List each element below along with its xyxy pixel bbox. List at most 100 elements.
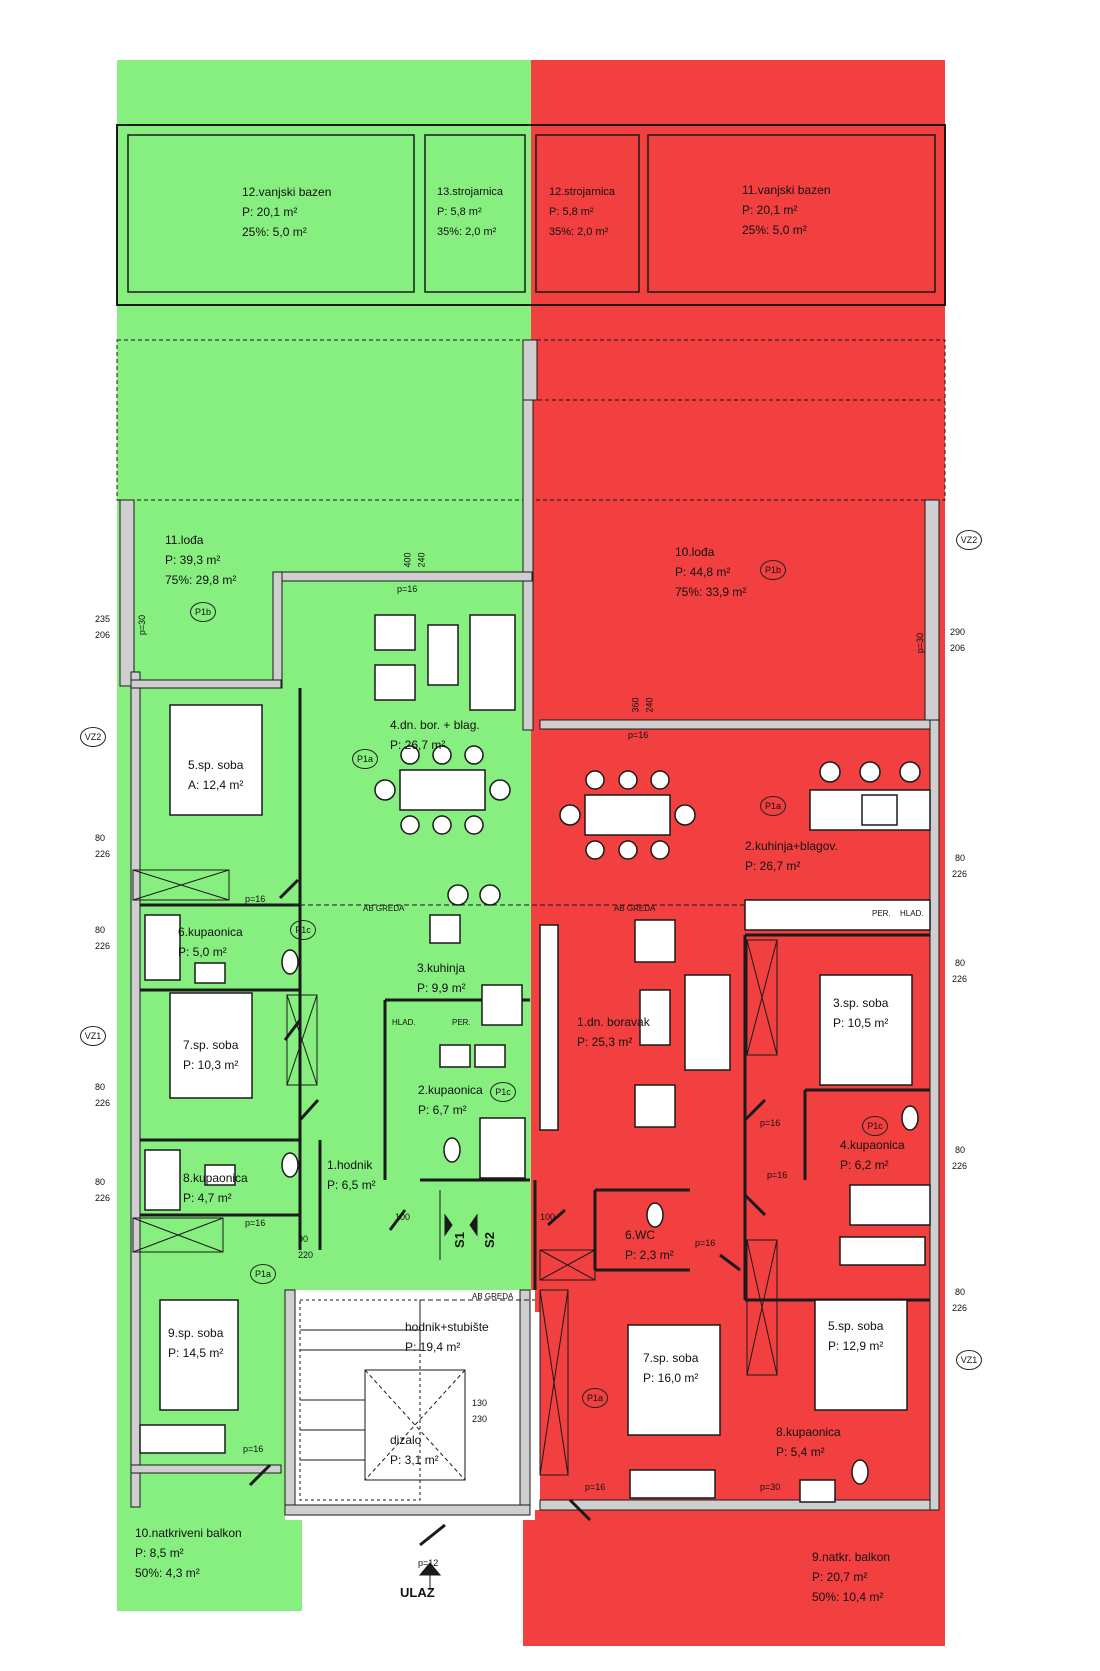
dim-206-right: 206: [950, 643, 966, 653]
dim-80-a: 80: [95, 833, 106, 843]
red-living1-label: 1.dn. boravak P: 25,3 m²: [577, 1012, 650, 1052]
room-area: P: 20,1 m²: [742, 203, 798, 217]
dim-240-red: 240: [644, 697, 655, 713]
room-area: P: 12,9 m²: [828, 1339, 884, 1353]
room-area: P: 26,7 m²: [390, 738, 446, 752]
top-room-green-machine: 13.strojarnica P: 5,8 m² 35%: 2,0 m²: [437, 182, 503, 242]
ab-greda-hall: AB GREDA: [472, 1292, 514, 1301]
room-name: 6.WC: [625, 1228, 655, 1242]
room-name: 1.hodnik: [327, 1158, 373, 1172]
room-name: 1.dn. boravak: [577, 1015, 650, 1029]
dim-226-f: 226: [952, 974, 968, 984]
room-name: 2.kupaonica: [418, 1083, 483, 1097]
room-area-percent: 75%: 33,9 m²: [675, 585, 747, 599]
top-room-green-pool: 12.vanjski bazen P: 20,1 m² 25%: 5,0 m²: [242, 182, 331, 242]
green-loggia-label: 11.lođa P: 39,3 m² 75%: 29,8 m²: [165, 530, 236, 590]
dim-206-left: 206: [95, 630, 111, 640]
tag-p1a-green-living: P1a: [352, 749, 378, 769]
room-area: P: 3,1 m²: [390, 1453, 439, 1467]
room-name: 13.strojarnica: [437, 186, 504, 198]
room-name: 11.vanjski bazen: [742, 183, 831, 197]
green-hall1-label: 1.hodnik P: 6,5 m²: [327, 1155, 376, 1195]
dim-226-a: 226: [95, 849, 111, 859]
red-kitchen2-label: 2.kuhinja+blagov. P: 26,7 m²: [745, 836, 838, 876]
dim-226-c: 226: [95, 1098, 111, 1108]
per-label-red: PER.: [872, 909, 891, 918]
green-living-label: 4.dn. bor. + blag. P: 26,7 m²: [390, 715, 480, 755]
dim-230: 230: [472, 1414, 488, 1424]
dim-p30-red: p=30: [915, 632, 926, 654]
room-name: 12.vanjski bazen: [242, 185, 332, 199]
hlad-label-red: HLAD.: [900, 909, 924, 918]
room-area: P: 16,0 m²: [643, 1371, 699, 1385]
tag-vz1-left: VZ1: [80, 1026, 106, 1046]
dim-226-e: 226: [952, 869, 968, 879]
top-room-red-machine: 12.strojarnica P: 5,8 m² 35%: 2,0 m²: [549, 182, 615, 242]
room-area: P: 6,5 m²: [327, 1178, 376, 1192]
dim-220-green: 220: [298, 1250, 314, 1260]
green-bed5-label: 5.sp. soba A: 12,4 m²: [188, 755, 243, 795]
room-area: P: 6,7 m²: [418, 1103, 467, 1117]
room-area-percent: 25%: 5,0 m²: [242, 225, 307, 239]
room-area: A: 12,4 m²: [188, 778, 244, 792]
hlad-label: HLAD.: [392, 1018, 416, 1027]
room-name: 7.sp. soba: [183, 1038, 239, 1052]
tag-p1c-green-bath2: P1c: [490, 1082, 516, 1102]
stair-s2-label: S2: [481, 1232, 497, 1248]
top-room-red-pool: 11.vanjski bazen P: 20,1 m² 25%: 5,0 m²: [742, 180, 831, 240]
common-hall-label: hodnik+stubište P: 19,4 m²: [405, 1317, 489, 1357]
room-name: 4.dn. bor. + blag.: [390, 718, 480, 732]
red-balcony9-label: 9.natkr. balkon P: 20,7 m² 50%: 10,4 m²: [812, 1547, 890, 1607]
room-area-percent: 25%: 5,0 m²: [742, 223, 807, 237]
room-name: 9.natkr. balkon: [812, 1550, 891, 1564]
room-area-percent: 50%: 10,4 m²: [812, 1590, 884, 1604]
room-name: 2.kuhinja+blagov.: [745, 839, 838, 853]
room-area: P: 10,3 m²: [183, 1058, 239, 1072]
green-kitchen3-label: 3.kuhinja P: 9,9 m²: [417, 958, 466, 998]
tag-p1c-green-bath6: P1c: [290, 920, 316, 940]
room-name: 10.lođa: [675, 545, 715, 559]
green-balcony10-label: 10.natkriveni balkon P: 8,5 m² 50%: 4,3 …: [135, 1523, 242, 1583]
dim-226-b: 226: [95, 941, 111, 951]
room-name: 8.kupaonica: [183, 1171, 248, 1185]
per-label-green: PER.: [452, 1018, 471, 1027]
room-area: P: 8,5 m²: [135, 1546, 184, 1560]
dim-90-green: 90: [298, 1234, 309, 1244]
lift-label: dizalo P: 3,1 m²: [390, 1430, 439, 1470]
room-area: P: 20,7 m²: [812, 1570, 868, 1584]
room-name: 3.sp. soba: [833, 996, 889, 1010]
red-loggia-label: 10.lođa P: 44,8 m² 75%: 33,9 m²: [675, 542, 746, 602]
dim-400: 400: [402, 552, 413, 568]
room-area: P: 4,7 m²: [183, 1191, 232, 1205]
dim-p16-living: p=16: [397, 584, 418, 594]
dim-226-d: 226: [95, 1193, 111, 1203]
tag-p1a-red-bed7: P1a: [582, 1388, 608, 1408]
dim-80-b: 80: [95, 925, 106, 935]
room-area: P: 10,5 m²: [833, 1016, 889, 1030]
dim-80-g: 80: [955, 1145, 966, 1155]
dim-226-h: 226: [952, 1303, 968, 1313]
green-balcony-zone: [117, 1475, 302, 1611]
dim-p16-red-bed7: p=16: [585, 1482, 606, 1492]
dim-240-green: 240: [416, 552, 427, 568]
dim-80-e: 80: [955, 853, 966, 863]
dim-p16-red-bed5: p=16: [767, 1170, 788, 1180]
tag-p1a-green-bed9: P1a: [250, 1264, 276, 1284]
room-area: P: 5,0 m²: [178, 945, 227, 959]
common-area: [285, 1290, 535, 1520]
red-bath8-label: 8.kupaonica P: 5,4 m²: [776, 1422, 841, 1462]
dim-p16-red-wc: p=16: [695, 1238, 716, 1248]
room-area: P: 20,1 m²: [242, 205, 298, 219]
dim-100-right: 100: [540, 1212, 556, 1222]
room-name: 4.kupaonica: [840, 1138, 905, 1152]
room-area: P: 44,8 m²: [675, 565, 731, 579]
dim-p30-red-bath8: p=30: [760, 1482, 781, 1492]
dim-p16-red: p=16: [628, 730, 649, 740]
red-bed3-label: 3.sp. soba P: 10,5 m²: [833, 993, 888, 1033]
dim-80-d: 80: [95, 1177, 106, 1187]
room-area: P: 5,8 m²: [437, 206, 482, 218]
dim-226-g: 226: [952, 1161, 968, 1171]
room-name: 5.sp. soba: [828, 1319, 884, 1333]
ab-greda-green: AB GREDA: [363, 904, 405, 913]
